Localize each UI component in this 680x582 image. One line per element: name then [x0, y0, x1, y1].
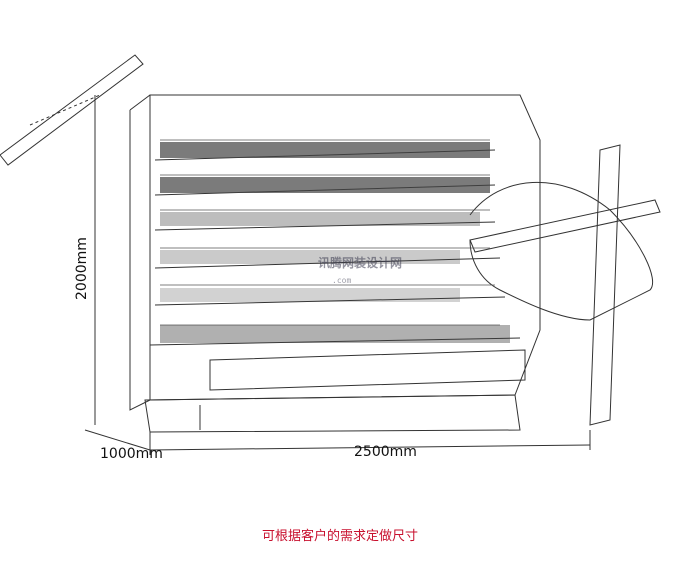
shelf-6: [149, 337, 521, 346]
ruler-left: [0, 54, 144, 166]
watermark-sub: .com: [332, 276, 352, 285]
depth-dimension-line: [84, 429, 151, 451]
caption: 可根据客户的需求定做尺寸: [261, 529, 418, 544]
watermark-text: 讯腾网装设计网: [318, 256, 403, 270]
cabinet-base: [144, 394, 521, 433]
width-dimension-line: [149, 444, 591, 451]
width-label: 2500mm: [354, 444, 417, 460]
shelf-4: [154, 257, 501, 269]
shelf-5: [154, 296, 506, 306]
ruler-right: [589, 144, 621, 426]
hand: [469, 182, 654, 321]
depth-label: 1000mm: [100, 446, 163, 462]
shelf-3: [154, 221, 496, 231]
pencil: [469, 199, 661, 253]
cabinet-outline: [149, 94, 541, 401]
height-label: 2000mm: [74, 237, 90, 300]
